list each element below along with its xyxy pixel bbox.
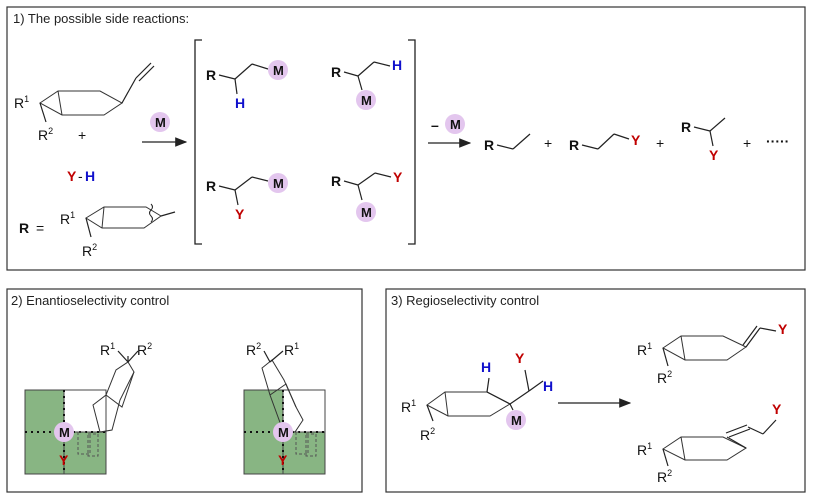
svg-text:-: -	[78, 168, 83, 184]
svg-text:R2: R2	[137, 341, 152, 358]
svg-text:H: H	[543, 378, 553, 394]
svg-text:R1: R1	[284, 341, 299, 358]
svg-text:R: R	[484, 137, 494, 153]
svg-text:R1: R1	[60, 210, 75, 227]
regio-intermediate: H Y H M R1 R2	[401, 350, 553, 443]
svg-text:M: M	[361, 205, 372, 220]
svg-text:H: H	[392, 57, 402, 73]
svg-text:M: M	[155, 115, 166, 130]
product-alkane: R	[484, 133, 531, 153]
intermediate-4: R Y M	[331, 169, 403, 222]
plus-sign: +	[656, 135, 664, 151]
svg-text:H: H	[85, 168, 95, 184]
quadrant-model-left: M Y R1 R2	[24, 341, 152, 475]
svg-text:–: –	[431, 117, 439, 133]
svg-text:R1: R1	[401, 398, 416, 415]
svg-text:H: H	[235, 95, 245, 111]
panel-side-reactions	[6, 6, 806, 271]
plus-sign: +	[78, 127, 86, 143]
svg-text:M: M	[59, 425, 70, 440]
svg-text:M: M	[361, 93, 372, 108]
svg-text:R2: R2	[246, 341, 261, 358]
svg-text:M: M	[278, 425, 289, 440]
svg-text:R2: R2	[657, 369, 672, 386]
intermediate-2: R H M	[331, 57, 402, 110]
svg-text:R: R	[569, 137, 579, 153]
svg-text:R: R	[331, 64, 341, 80]
intermediate-bracket-right	[408, 39, 416, 245]
product-linear-y: R Y	[569, 132, 641, 153]
plus-sign: +	[743, 135, 751, 151]
svg-text:Y: Y	[778, 321, 788, 337]
svg-text:M: M	[511, 413, 522, 428]
svg-text:R1: R1	[637, 441, 652, 458]
intermediate-3: R Y M	[206, 173, 288, 222]
panel-side-reactions-title: 1) The possible side reactions:	[13, 11, 189, 26]
intermediate-bracket-left	[194, 39, 202, 245]
svg-text:Y: Y	[515, 350, 525, 366]
svg-text:Y: Y	[772, 401, 782, 417]
svg-text:Y: Y	[67, 168, 77, 184]
svg-text:M: M	[273, 63, 284, 78]
ellipsis: ·····	[766, 133, 789, 149]
plus-sign: +	[544, 135, 552, 151]
panel-enantioselectivity-title: 2) Enantioselectivity control	[11, 293, 169, 308]
svg-text:R1: R1	[637, 341, 652, 358]
reagent-y-h: Y - H	[67, 168, 95, 184]
svg-text:R2: R2	[657, 468, 672, 485]
regio-product-exocyclic: Y R1 R2	[637, 401, 782, 485]
metal-elimination: – M	[431, 114, 465, 134]
svg-text:R: R	[681, 119, 691, 135]
svg-text:Y: Y	[278, 452, 288, 468]
svg-text:Y: Y	[631, 132, 641, 148]
svg-text:R2: R2	[82, 242, 97, 259]
svg-text:R2: R2	[420, 426, 435, 443]
svg-text:R1: R1	[100, 341, 115, 358]
svg-text:H: H	[481, 359, 491, 375]
substrate-alkene: R1 R2	[14, 62, 155, 143]
intermediate-1: R H M	[206, 60, 288, 111]
svg-text:=: =	[36, 220, 44, 236]
svg-text:M: M	[273, 176, 284, 191]
svg-text:R2: R2	[38, 126, 53, 143]
quadrant-model-right: M Y R2 R1	[243, 341, 326, 475]
svg-text:Y: Y	[709, 147, 719, 163]
svg-text:R: R	[206, 67, 216, 83]
svg-text:R1: R1	[14, 94, 29, 111]
svg-text:R: R	[206, 178, 216, 194]
metal-catalyst: M	[150, 112, 170, 132]
regio-product-allyl: Y R1 R2	[637, 321, 788, 386]
svg-text:Y: Y	[59, 452, 69, 468]
svg-text:Y: Y	[393, 169, 403, 185]
svg-text:M: M	[450, 117, 461, 132]
panel-regioselectivity-title: 3) Regioselectivity control	[391, 293, 539, 308]
svg-text:R: R	[331, 173, 341, 189]
wavy-bond-icon	[149, 203, 153, 223]
svg-text:Y: Y	[235, 206, 245, 222]
svg-text:R: R	[19, 220, 29, 236]
panel-regioselectivity	[385, 288, 806, 493]
product-branched-y: R Y	[681, 117, 726, 163]
r-group-definition: R = R1 R2	[19, 203, 176, 259]
